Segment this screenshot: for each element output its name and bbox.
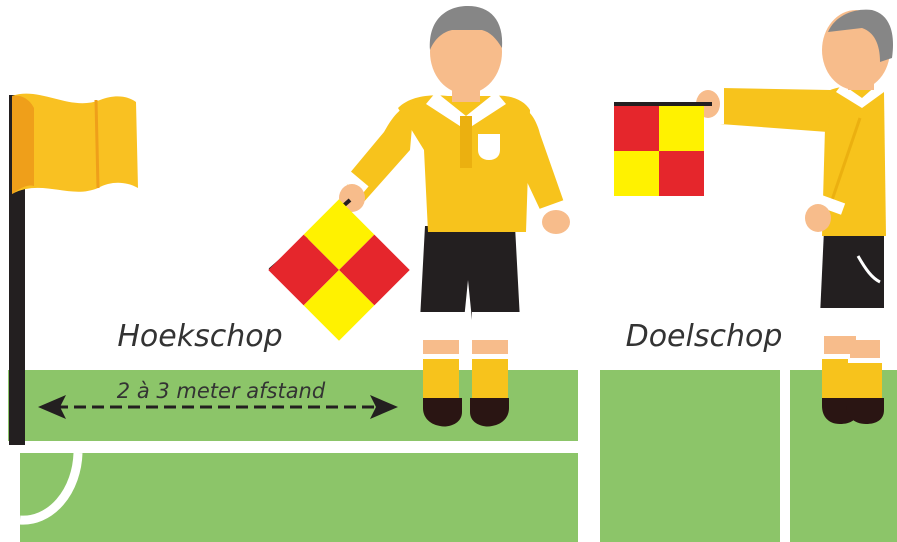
sock-left [423, 352, 459, 400]
shirt-placket [460, 116, 472, 168]
goal-kick-label: Doelschop [626, 319, 783, 354]
shorts [420, 226, 520, 320]
corner-flag-cloth [12, 93, 138, 194]
field-strip-goal [600, 370, 780, 542]
hair [828, 9, 894, 62]
corner-flag [9, 93, 138, 445]
corner-arc [19, 452, 83, 525]
arrow-head-right [370, 395, 398, 419]
arm-outstretched [720, 88, 830, 132]
corner-flag-crease [94, 99, 100, 189]
arm-right [512, 104, 566, 218]
arm-near [824, 100, 884, 214]
signal-flag-1 [268, 199, 410, 341]
shorts [820, 230, 884, 316]
hair [429, 6, 503, 50]
shoe-left [423, 398, 462, 427]
hand-right [542, 210, 570, 234]
arm-left [344, 104, 414, 204]
signal-flag-2 [614, 106, 704, 196]
corner-flag-fold [12, 95, 34, 194]
box-line-left [578, 370, 590, 542]
distance-arrow [38, 395, 398, 419]
touch-line [8, 441, 20, 542]
referee-corner-kick [268, 6, 570, 427]
pocket [478, 134, 500, 160]
referee-goal-kick [614, 9, 894, 424]
arrow-head-left [38, 395, 66, 419]
sock-right [472, 352, 508, 400]
goal-line [8, 441, 590, 453]
arm-near-shade [828, 117, 862, 207]
hand-near [805, 204, 831, 232]
collar [426, 92, 506, 130]
shoe-right [846, 398, 884, 424]
sock-right [848, 356, 882, 400]
shoe-right [470, 398, 509, 427]
corner-kick-label: Hoekschop [117, 319, 282, 354]
distance-label: 2 à 3 meter afstand [117, 379, 326, 403]
